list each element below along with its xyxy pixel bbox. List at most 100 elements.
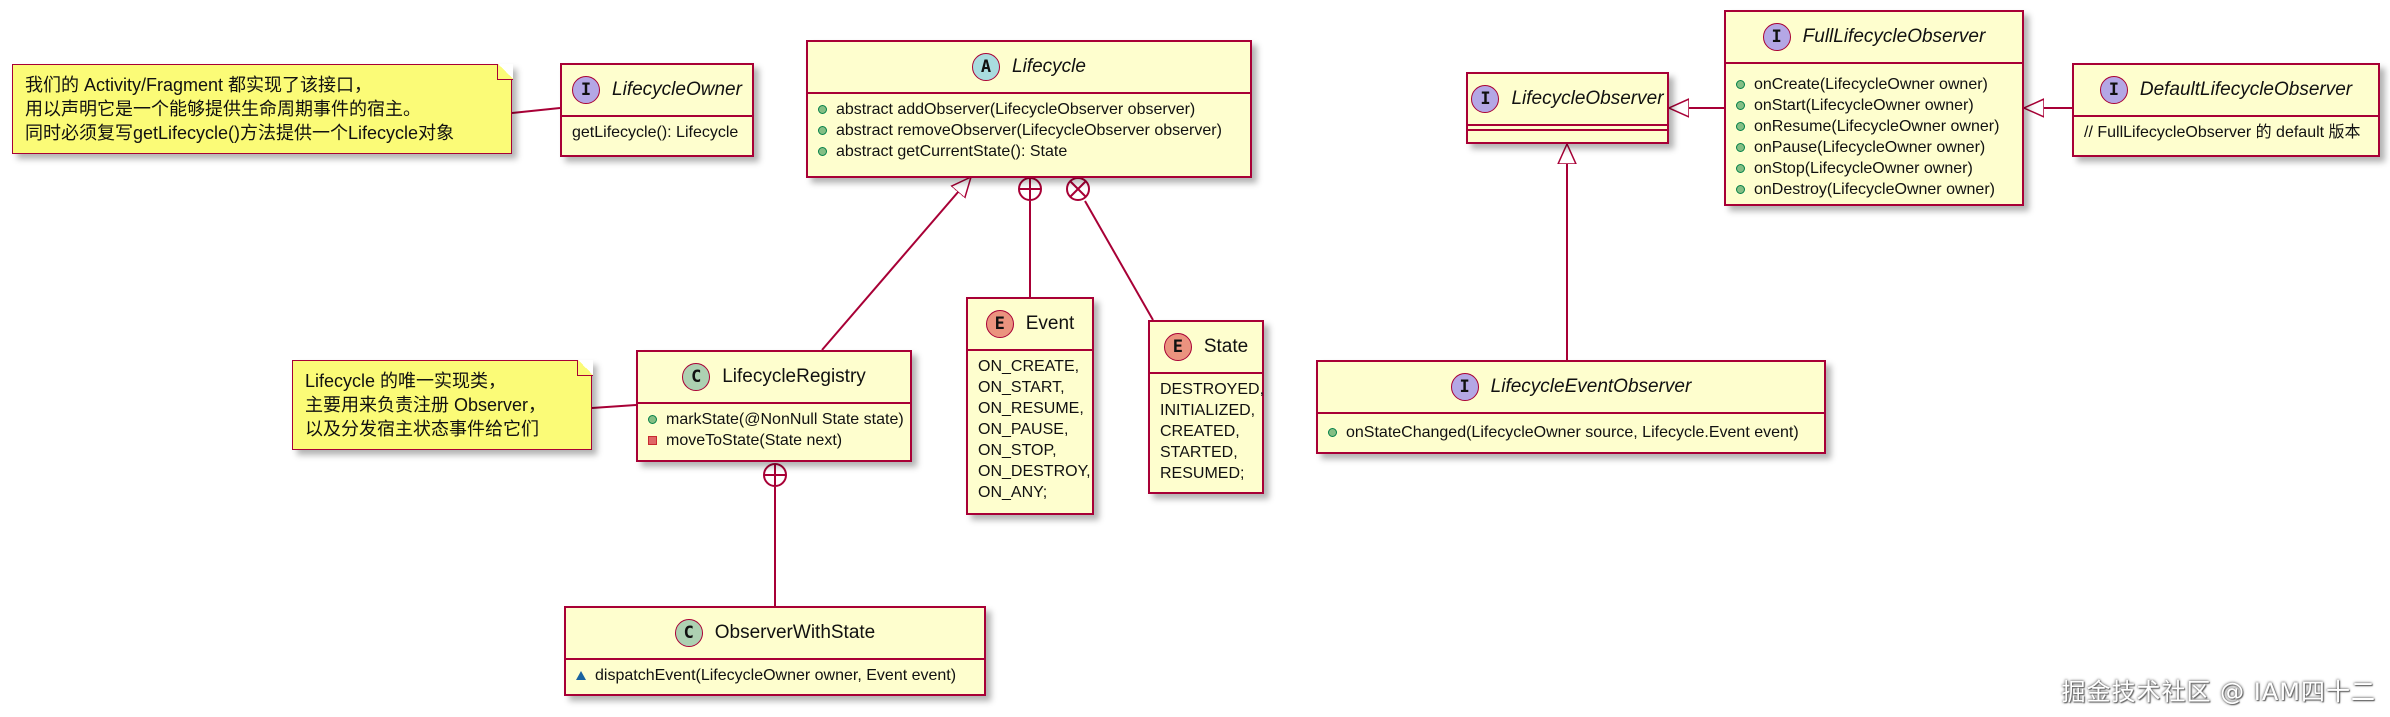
member-row: onStop(LifecycleOwner owner) — [1736, 158, 2012, 179]
enum-value: ON_DESTROY, — [978, 463, 1091, 480]
interface-icon: I — [1450, 373, 1479, 401]
member-text: onDestroy(LifecycleOwner owner) — [1754, 181, 1995, 198]
note-fold — [496, 63, 513, 80]
class-header: E State — [1150, 322, 1262, 374]
enum-values: ON_CREATE, ON_START, ON_RESUME, ON_PAUSE… — [968, 351, 1092, 508]
class-name: State — [1203, 336, 1249, 357]
class-header: I LifecycleObserver — [1468, 74, 1667, 126]
class-header: I LifecycleEventObserver — [1318, 362, 1824, 414]
member-text: onCreate(LifecycleOwner owner) — [1754, 76, 1988, 93]
member-row: dispatchEvent(LifecycleOwner owner, Even… — [576, 665, 974, 686]
interface-icon: I — [572, 76, 601, 104]
note-line: 主要用来负责注册 Observer， — [305, 395, 547, 415]
public-method-icon — [648, 415, 657, 424]
class-name: LifecycleRegistry — [722, 366, 866, 387]
member-text: abstract removeObserver(LifecycleObserve… — [836, 122, 1222, 139]
nesting-cross-state-b — [1069, 180, 1087, 198]
member-row: onStart(LifecycleOwner owner) — [1736, 95, 2012, 116]
note-lifecycle-owner: 我们的 Activity/Fragment 都实现了该接口， 用以声明它是一个能… — [12, 63, 513, 154]
class-observer-with-state: C ObserverWithState dispatchEvent(Lifecy… — [564, 606, 986, 696]
class-name: LifecycleObserver — [1511, 88, 1664, 109]
enum-state: E State DESTROYED, INITIALIZED, CREATED,… — [1148, 320, 1264, 494]
public-method-icon — [1736, 101, 1745, 110]
interface-lifecycle-observer: I LifecycleObserver — [1466, 72, 1669, 144]
public-method-icon — [1736, 80, 1745, 89]
member-row: onDestroy(LifecycleOwner owner) — [1736, 179, 2012, 200]
enum-value: ON_START, — [978, 379, 1065, 396]
class-name: ObserverWithState — [714, 622, 876, 643]
enum-event: E Event ON_CREATE, ON_START, ON_RESUME, … — [966, 297, 1094, 515]
private-method-icon — [648, 436, 657, 445]
note-line: Lifecycle 的唯一实现类， — [305, 371, 507, 391]
note-line: 用以声明它是一个能够提供生命周期事件的宿主。 — [25, 99, 421, 119]
enum-value: ON_PAUSE, — [978, 421, 1069, 438]
state-nested-in-lifecycle — [1084, 200, 1154, 321]
class-name: Event — [1025, 313, 1075, 334]
member-row: onPause(LifecycleOwner owner) — [1736, 137, 2012, 158]
member-text: abstract getCurrentState(): State — [836, 143, 1068, 160]
note-lifecycle-registry: Lifecycle 的唯一实现类， 主要用来负责注册 Observer， 以及分… — [292, 359, 593, 450]
member-row: onCreate(LifecycleOwner owner) — [1736, 74, 2012, 95]
interface-lifecycle-event-observer: I LifecycleEventObserver onStateChanged(… — [1316, 360, 1826, 454]
enum-value: ON_STOP, — [978, 442, 1057, 459]
member-row: abstract removeObserver(LifecycleObserve… — [818, 120, 1240, 141]
enum-value: INITIALIZED, — [1160, 402, 1256, 419]
class-members: abstract addObserver(LifecycleObserver o… — [808, 94, 1250, 167]
registry-extends-lifecycle — [821, 177, 971, 351]
enum-value: STARTED, — [1160, 444, 1238, 461]
class-members: dispatchEvent(LifecycleOwner owner, Even… — [566, 660, 984, 691]
public-method-icon — [1736, 164, 1745, 173]
member-text: onStateChanged(LifecycleOwner source, Li… — [1346, 424, 1799, 441]
note-connector-owner — [511, 107, 561, 114]
class-name: DefaultLifecycleObserver — [2139, 79, 2353, 100]
enum-value: ON_ANY; — [978, 484, 1048, 501]
class-header: C ObserverWithState — [566, 608, 984, 660]
member-text: onStop(LifecycleOwner owner) — [1754, 160, 1973, 177]
member-text: onResume(LifecycleOwner owner) — [1754, 118, 2000, 135]
class-name: FullLifecycleObserver — [1802, 26, 1986, 47]
enum-value: RESUMED; — [1160, 465, 1245, 482]
class-header: I LifecycleOwner — [562, 65, 752, 117]
note-connector-registry — [591, 404, 637, 409]
interface-full-lifecycle-observer: I FullLifecycleObserver onCreate(Lifecyc… — [1724, 10, 2024, 206]
member-text: onStart(LifecycleOwner owner) — [1754, 97, 1974, 114]
enum-values: DESTROYED, INITIALIZED, CREATED, STARTED… — [1150, 374, 1264, 489]
enum-icon: E — [985, 310, 1014, 338]
note-line: 以及分发宿主状态事件给它们 — [305, 419, 539, 439]
enum-value: ON_RESUME, — [978, 400, 1084, 417]
class-members: getLifecycle(): Lifecycle — [562, 117, 752, 148]
class-header: I DefaultLifecycleObserver — [2074, 65, 2378, 117]
member-row: moveToState(State next) — [648, 430, 900, 451]
member-text: // FullLifecycleObserver 的 default 版本 — [2084, 124, 2361, 141]
public-method-icon — [1736, 122, 1745, 131]
interface-icon: I — [1471, 85, 1500, 113]
enum-icon: E — [1163, 333, 1192, 361]
public-method-icon — [818, 105, 827, 114]
note-line: 同时必须复写getLifecycle()方法提供一个Lifecycle对象 — [25, 123, 455, 143]
class-header: A Lifecycle — [808, 42, 1250, 94]
member-text: markState(@NonNull State state) — [666, 411, 904, 428]
class-members: onStateChanged(LifecycleOwner source, Li… — [1318, 414, 1824, 448]
enum-value: ON_CREATE, — [978, 358, 1080, 375]
member-row: abstract addObserver(LifecycleObserver o… — [818, 99, 1240, 120]
empty-methods-compartment — [1468, 129, 1667, 143]
interface-icon: I — [1762, 23, 1791, 51]
class-name: Lifecycle — [1012, 56, 1086, 77]
public-method-icon — [1328, 428, 1337, 437]
member-text: dispatchEvent(LifecycleOwner owner, Even… — [595, 667, 957, 684]
class-header: C LifecycleRegistry — [638, 352, 910, 404]
member-row: getLifecycle(): Lifecycle — [572, 122, 742, 143]
public-method-icon — [818, 126, 827, 135]
protected-method-icon — [576, 671, 586, 680]
class-members: markState(@NonNull State state) moveToSt… — [638, 404, 910, 456]
member-row: markState(@NonNull State state) — [648, 409, 904, 430]
member-row: onStateChanged(LifecycleOwner source, Li… — [1328, 422, 1814, 443]
interface-default-lifecycle-observer: I DefaultLifecycleObserver // FullLifecy… — [2072, 63, 2380, 157]
public-method-icon — [1736, 185, 1745, 194]
class-lifecycle-registry: C LifecycleRegistry markState(@NonNull S… — [636, 350, 912, 462]
public-method-icon — [818, 147, 827, 156]
note-line: 我们的 Activity/Fragment 都实现了该接口， — [25, 75, 373, 95]
class-name: LifecycleOwner — [612, 79, 742, 100]
abstract-class-icon: A — [972, 53, 1001, 81]
